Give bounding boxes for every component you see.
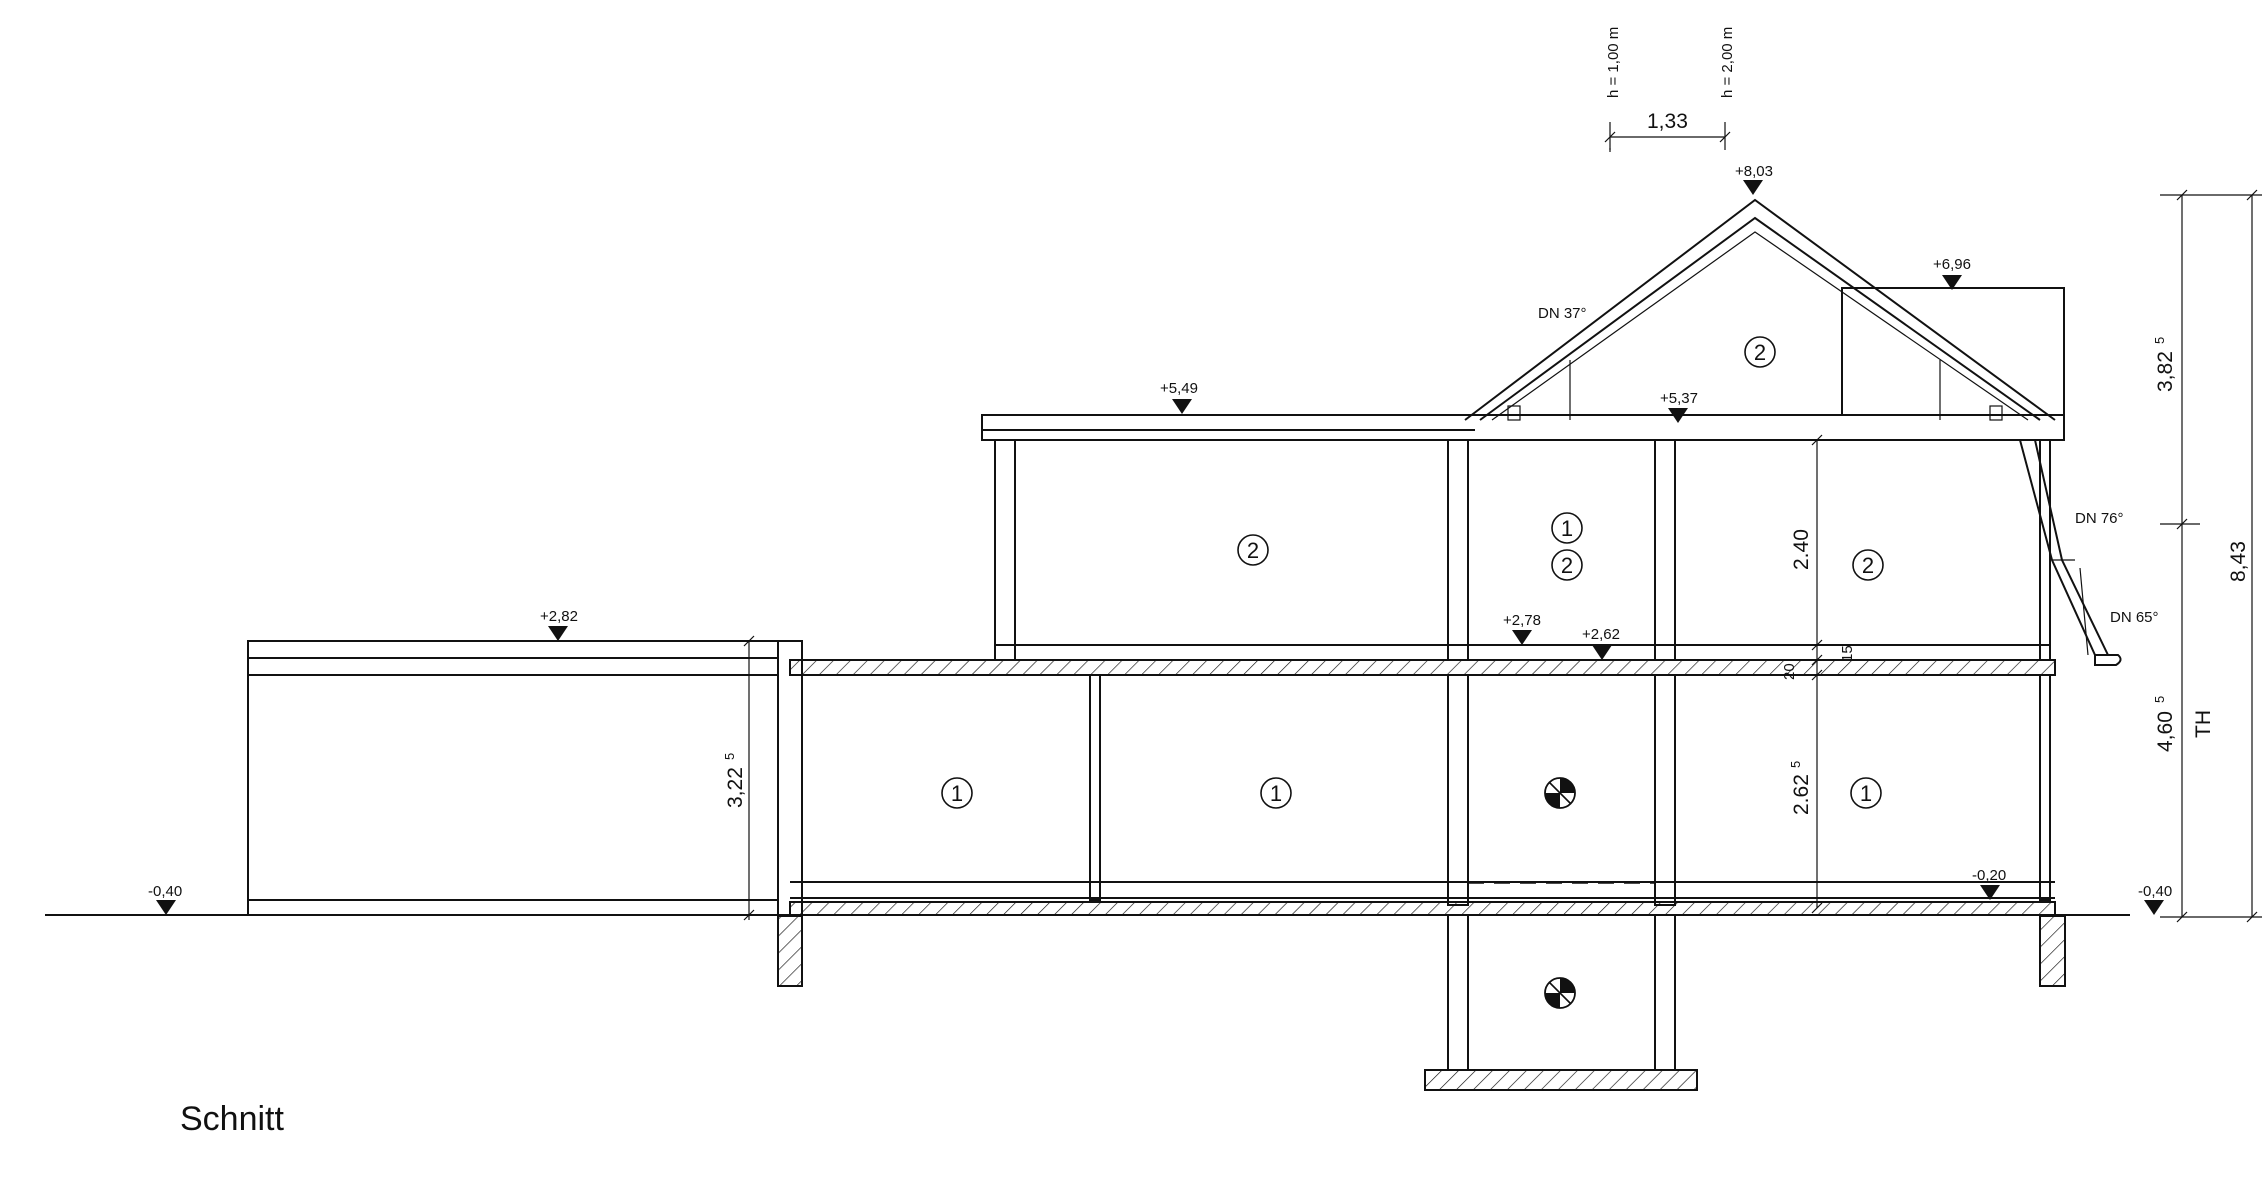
svg-text:2: 2 <box>1247 538 1259 563</box>
room-marker-2-upper-middle: 2 <box>1551 549 1583 581</box>
dim-240: 2.40 <box>1790 529 1813 570</box>
roof-pitch-37: DN 37° <box>1538 305 1587 322</box>
dim-3225-sup: 5 <box>722 753 737 760</box>
svg-text:1: 1 <box>1860 781 1872 806</box>
level-537: +5,37 <box>1660 390 1698 407</box>
roof-pitch-76: DN 76° <box>2075 510 2124 527</box>
room-marker-1-ground-4: 1 <box>1850 777 1882 809</box>
dim-382-sup: 5 <box>2152 337 2167 344</box>
level-803: +8,03 <box>1735 163 1773 180</box>
dim-4605: 4,60 <box>2154 711 2177 752</box>
svg-text:1: 1 <box>1561 516 1573 541</box>
garage-structure <box>247 640 779 916</box>
svg-text:1: 1 <box>951 781 963 806</box>
level-markers <box>156 180 2164 915</box>
level-m040-left: -0,40 <box>148 883 182 900</box>
room-marker-2-upper-right: 2 <box>1852 549 1884 581</box>
roof-pitch-labels: DN 37° DN 76° DN 65° <box>1538 305 2159 626</box>
level-282: +2,82 <box>540 608 578 625</box>
upper-floor-structure <box>981 414 2065 661</box>
svg-text:2: 2 <box>1561 553 1573 578</box>
light-fixture-icon <box>1544 977 1576 1009</box>
level-278: +2,78 <box>1503 612 1541 629</box>
svg-text:2: 2 <box>1862 553 1874 578</box>
dim-20: 20 <box>1781 663 1798 680</box>
dim-15: 15 <box>1839 645 1856 662</box>
dim-843: 8,43 <box>2227 541 2250 582</box>
dim-382: 3,82 <box>2154 351 2177 392</box>
level-m040-right: -0,40 <box>2138 883 2172 900</box>
level-696: +6,96 <box>1933 256 1971 273</box>
level-labels: +8,03 +6,96 +5,49 +5,37 +2,82 +2,78 +2,6… <box>148 163 2172 900</box>
dim-th: TH <box>2192 710 2215 738</box>
dim-2625-sup: 5 <box>1788 761 1803 768</box>
ground-floor-structure <box>777 640 2066 987</box>
height-label-2m: h = 2,00 m <box>1719 27 1736 98</box>
width-label-133: 1,33 <box>1647 110 1688 133</box>
basement-structure <box>1424 914 1698 1091</box>
level-549: +5,49 <box>1160 380 1198 397</box>
room-marker-1-ground-1: 1 <box>941 777 973 809</box>
level-m020: -0,20 <box>1972 867 2006 884</box>
room-markers: 2 2 1 2 2 1 1 1 <box>941 336 1884 809</box>
svg-text:2: 2 <box>1754 340 1766 365</box>
room-marker-1-ground-2: 1 <box>1260 777 1292 809</box>
height-label-1m: h = 1,00 m <box>1605 27 1622 98</box>
drawing-title: Schnitt <box>180 1100 284 1138</box>
light-symbols <box>1544 777 1576 1009</box>
right-dimension-chain: 3,82 5 8,43 4,60 5 TH <box>2152 189 2262 923</box>
svg-text:1: 1 <box>1270 781 1282 806</box>
level-262: +2,62 <box>1582 626 1620 643</box>
light-fixture-icon <box>1544 777 1576 809</box>
room-marker-2-upper-left: 2 <box>1237 534 1269 566</box>
roof-structure <box>1464 198 2122 666</box>
roof-pitch-65: DN 65° <box>2110 609 2159 626</box>
inner-dimension-chain: 2.40 20 15 2.62 5 3,22 5 <box>722 434 1856 921</box>
dim-2625: 2.62 <box>1790 774 1813 815</box>
dim-4605-sup: 5 <box>2152 696 2167 703</box>
room-marker-2-attic: 2 <box>1744 336 1776 368</box>
top-height-dimension: h = 1,00 m h = 2,00 m 1,33 <box>1604 27 1736 152</box>
dim-3225: 3,22 <box>724 767 747 808</box>
room-marker-1-upper-middle: 1 <box>1551 512 1583 544</box>
